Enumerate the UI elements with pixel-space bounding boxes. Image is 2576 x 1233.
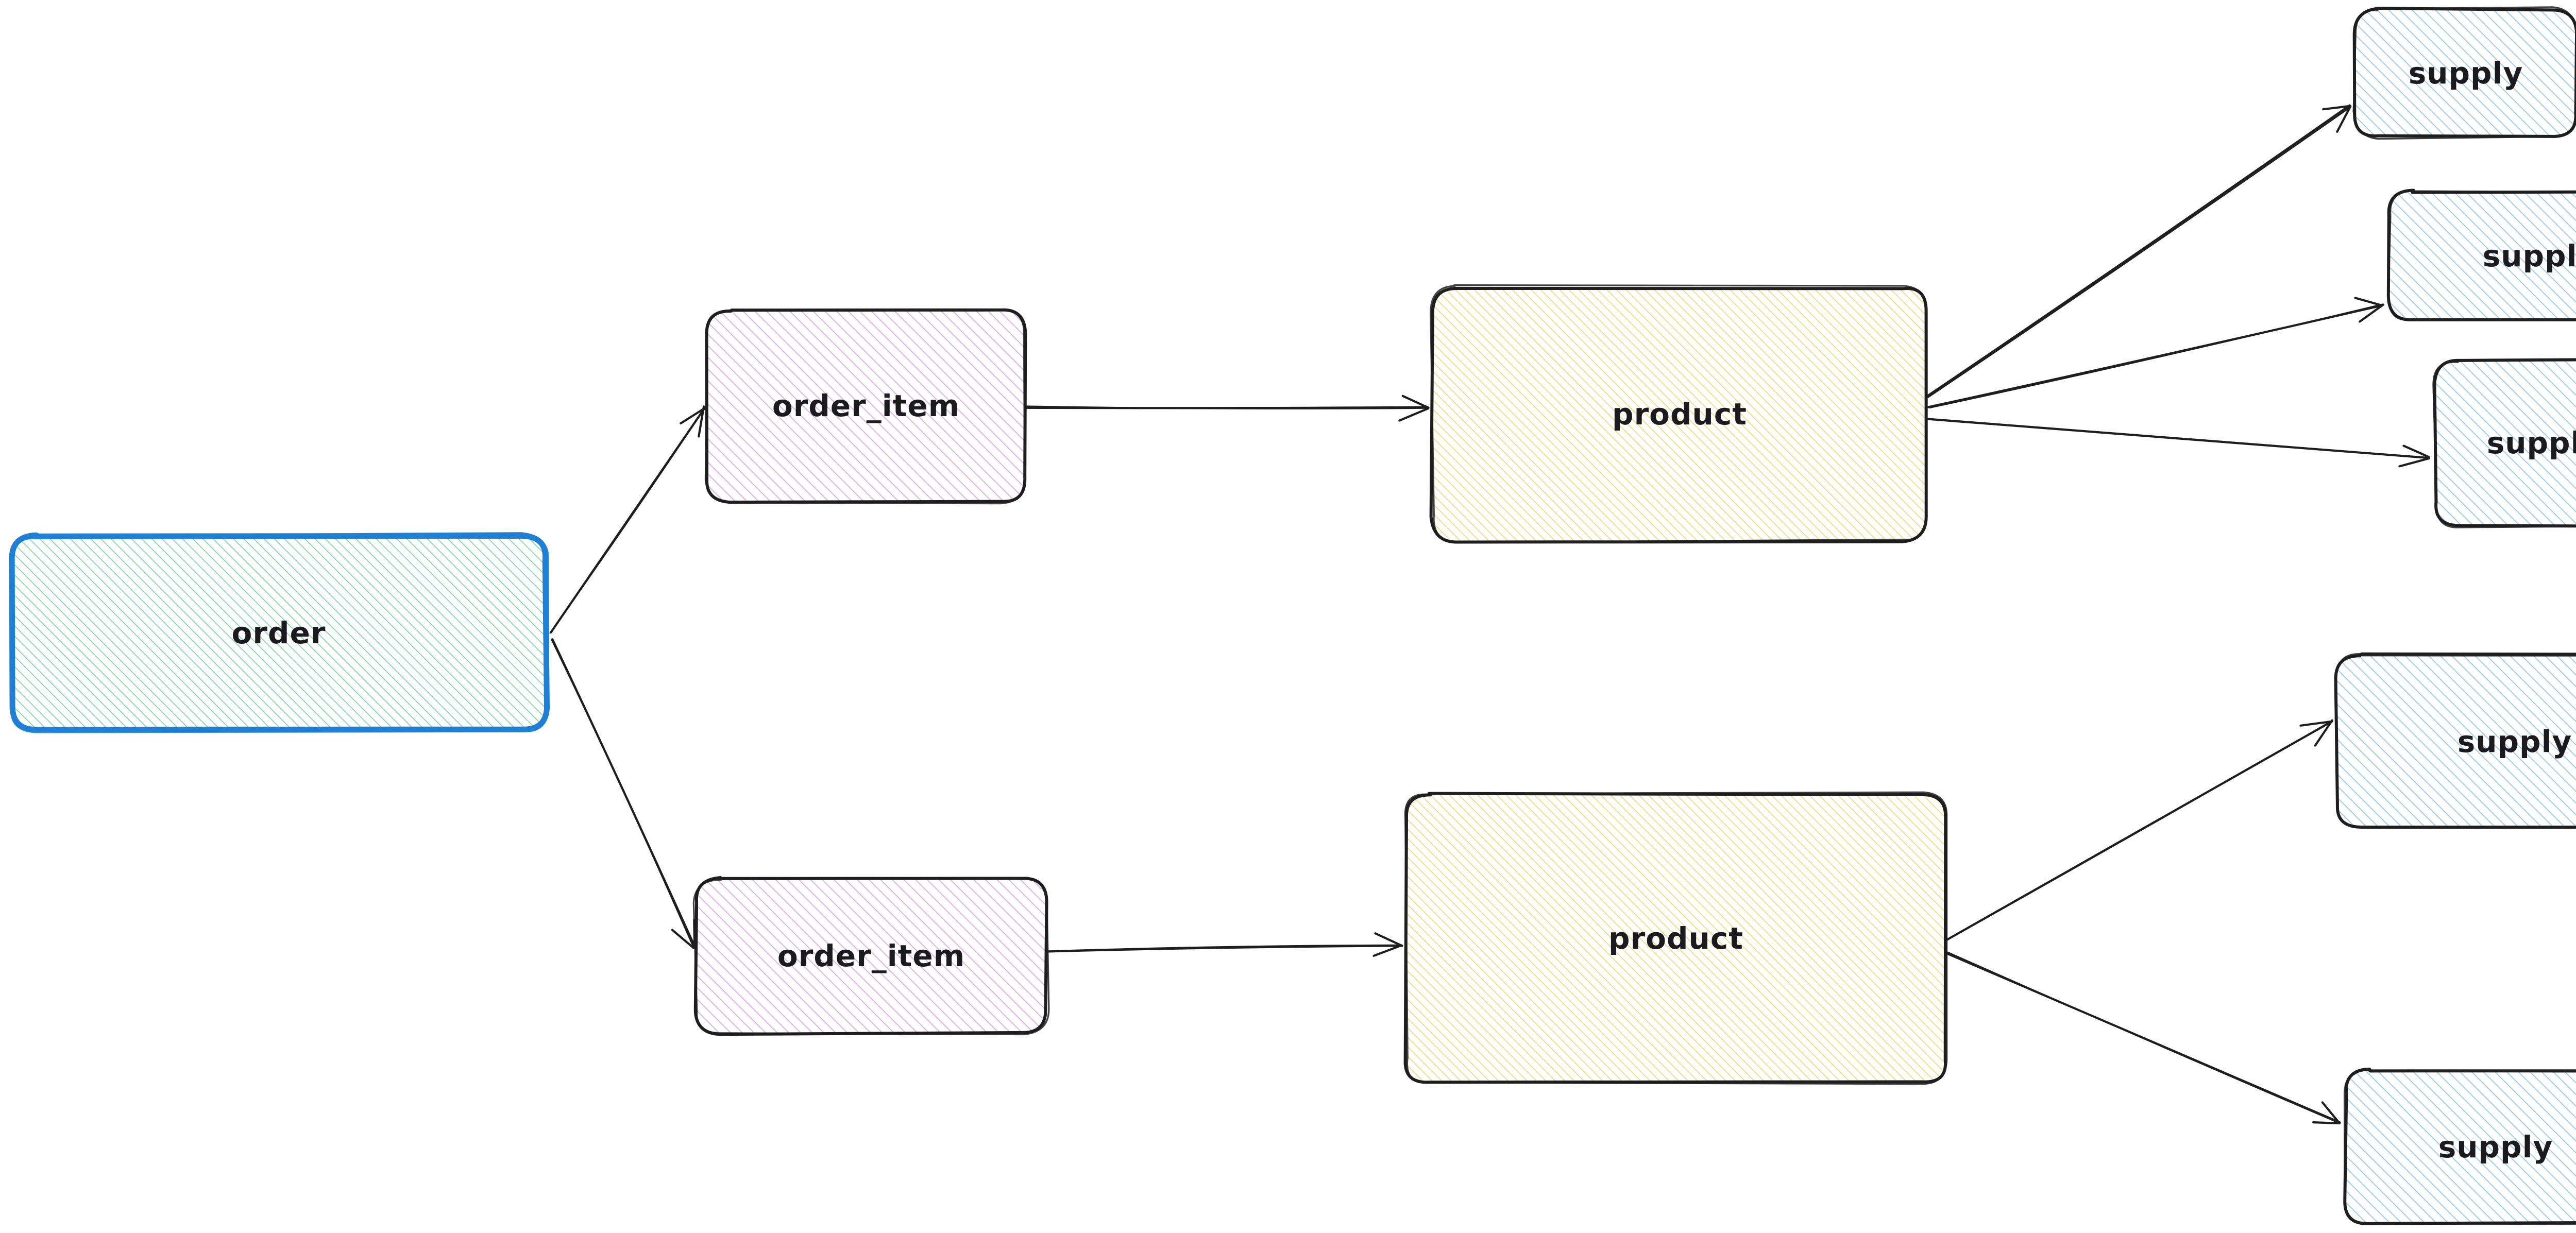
node-label: supply (2438, 1129, 2553, 1164)
arrowhead-stroke (2312, 1121, 2341, 1125)
arrowhead-stroke (680, 406, 707, 425)
edge-line (549, 406, 706, 634)
edge-product_1-to-supply_3[interactable] (1927, 418, 2431, 468)
node-label: supply (2458, 724, 2572, 759)
node-product_2[interactable]: product (1403, 791, 1948, 1085)
arrowhead-stroke (2321, 1101, 2341, 1125)
arrowhead-stroke (698, 405, 705, 438)
node-border (1430, 284, 1927, 544)
arrowhead-stroke (2398, 457, 2431, 468)
node-fill (694, 878, 1048, 1034)
node-order[interactable]: order (9, 532, 550, 733)
node-border (2387, 189, 2576, 321)
node-fill (2345, 1069, 2576, 1224)
edge-order_item_2-to-product_2[interactable] (1046, 932, 1403, 957)
edge-product_2-to-supply_5[interactable] (1945, 951, 2341, 1125)
edge-product_2-to-supply_4[interactable] (1946, 719, 2333, 941)
edge-line (1946, 720, 2333, 940)
node-fill (2387, 191, 2576, 321)
node-fill (1432, 287, 1928, 541)
arrowhead-stroke (2314, 719, 2333, 747)
edge-product_1-to-supply_2[interactable] (1927, 297, 2384, 409)
node-supply_5[interactable]: supply (2343, 1067, 2576, 1225)
node-supply_4[interactable]: supply (2334, 652, 2576, 829)
node-border (1404, 791, 1948, 1085)
edge-order_item_1-to-product_1[interactable] (1025, 395, 1430, 422)
node-fill (10, 535, 547, 730)
arrowhead-stroke (2402, 444, 2430, 458)
edge-product_1-to-supply_1[interactable] (1927, 104, 2352, 398)
node-fill (2336, 655, 2576, 829)
node-fill (2355, 8, 2576, 138)
node-border (2343, 1067, 2576, 1225)
edge-line (1927, 418, 2430, 459)
node-supply_1[interactable]: supply (2352, 6, 2576, 140)
node-fill (1405, 794, 1947, 1083)
arrowhead-stroke (1374, 932, 1403, 947)
node-layer: orderorder_itemorder_itemproductproducts… (9, 6, 2576, 1225)
arrowhead-stroke (2299, 720, 2333, 727)
edge-layer (549, 104, 2431, 1125)
edge-line (1927, 106, 2352, 398)
node-label: order_item (777, 938, 965, 973)
arrowhead-stroke (1401, 395, 1430, 409)
node-label: supply (2483, 238, 2576, 273)
arrowhead-stroke (2322, 105, 2352, 111)
node-border (2352, 6, 2576, 140)
arrowhead-stroke (1398, 407, 1430, 422)
arrowhead-stroke (1372, 944, 1403, 957)
arrowhead-stroke (2336, 106, 2351, 133)
node-fill (2435, 359, 2576, 525)
node-supply_3[interactable]: supply (2432, 358, 2576, 528)
node-order_item_1[interactable]: order_item (704, 308, 1027, 505)
node-border (2334, 653, 2576, 828)
arrowhead-stroke (2358, 303, 2384, 323)
node-label: supply (2409, 56, 2523, 91)
edge-line (1929, 303, 2383, 409)
edge-line (1047, 945, 1402, 953)
node-border (704, 309, 1026, 505)
edge-order-to-order_item_1[interactable] (549, 405, 707, 634)
edge-line (1025, 405, 1429, 409)
node-product_1[interactable]: product (1429, 284, 1928, 544)
node-border (2432, 358, 2576, 528)
node-label: order_item (772, 388, 960, 423)
edge-line (1947, 951, 2341, 1124)
edge-order-to-order_item_2[interactable] (551, 638, 697, 950)
edge-line (551, 638, 695, 949)
node-fill (707, 311, 1025, 502)
node-supply_2[interactable]: supply (2386, 189, 2576, 321)
arrowhead-stroke (671, 929, 695, 950)
node-border (2433, 358, 2576, 528)
node-label: order (232, 615, 326, 650)
node-border (1403, 792, 1947, 1084)
node-order_item_2[interactable]: order_item (692, 876, 1050, 1036)
node-label: supply (2487, 425, 2576, 460)
edge-line (1927, 104, 2351, 397)
arrowhead-stroke (2354, 297, 2383, 306)
node-border (9, 532, 550, 733)
node-label: product (1612, 397, 1747, 432)
node-label: product (1608, 921, 1743, 956)
node-border (692, 877, 1050, 1036)
